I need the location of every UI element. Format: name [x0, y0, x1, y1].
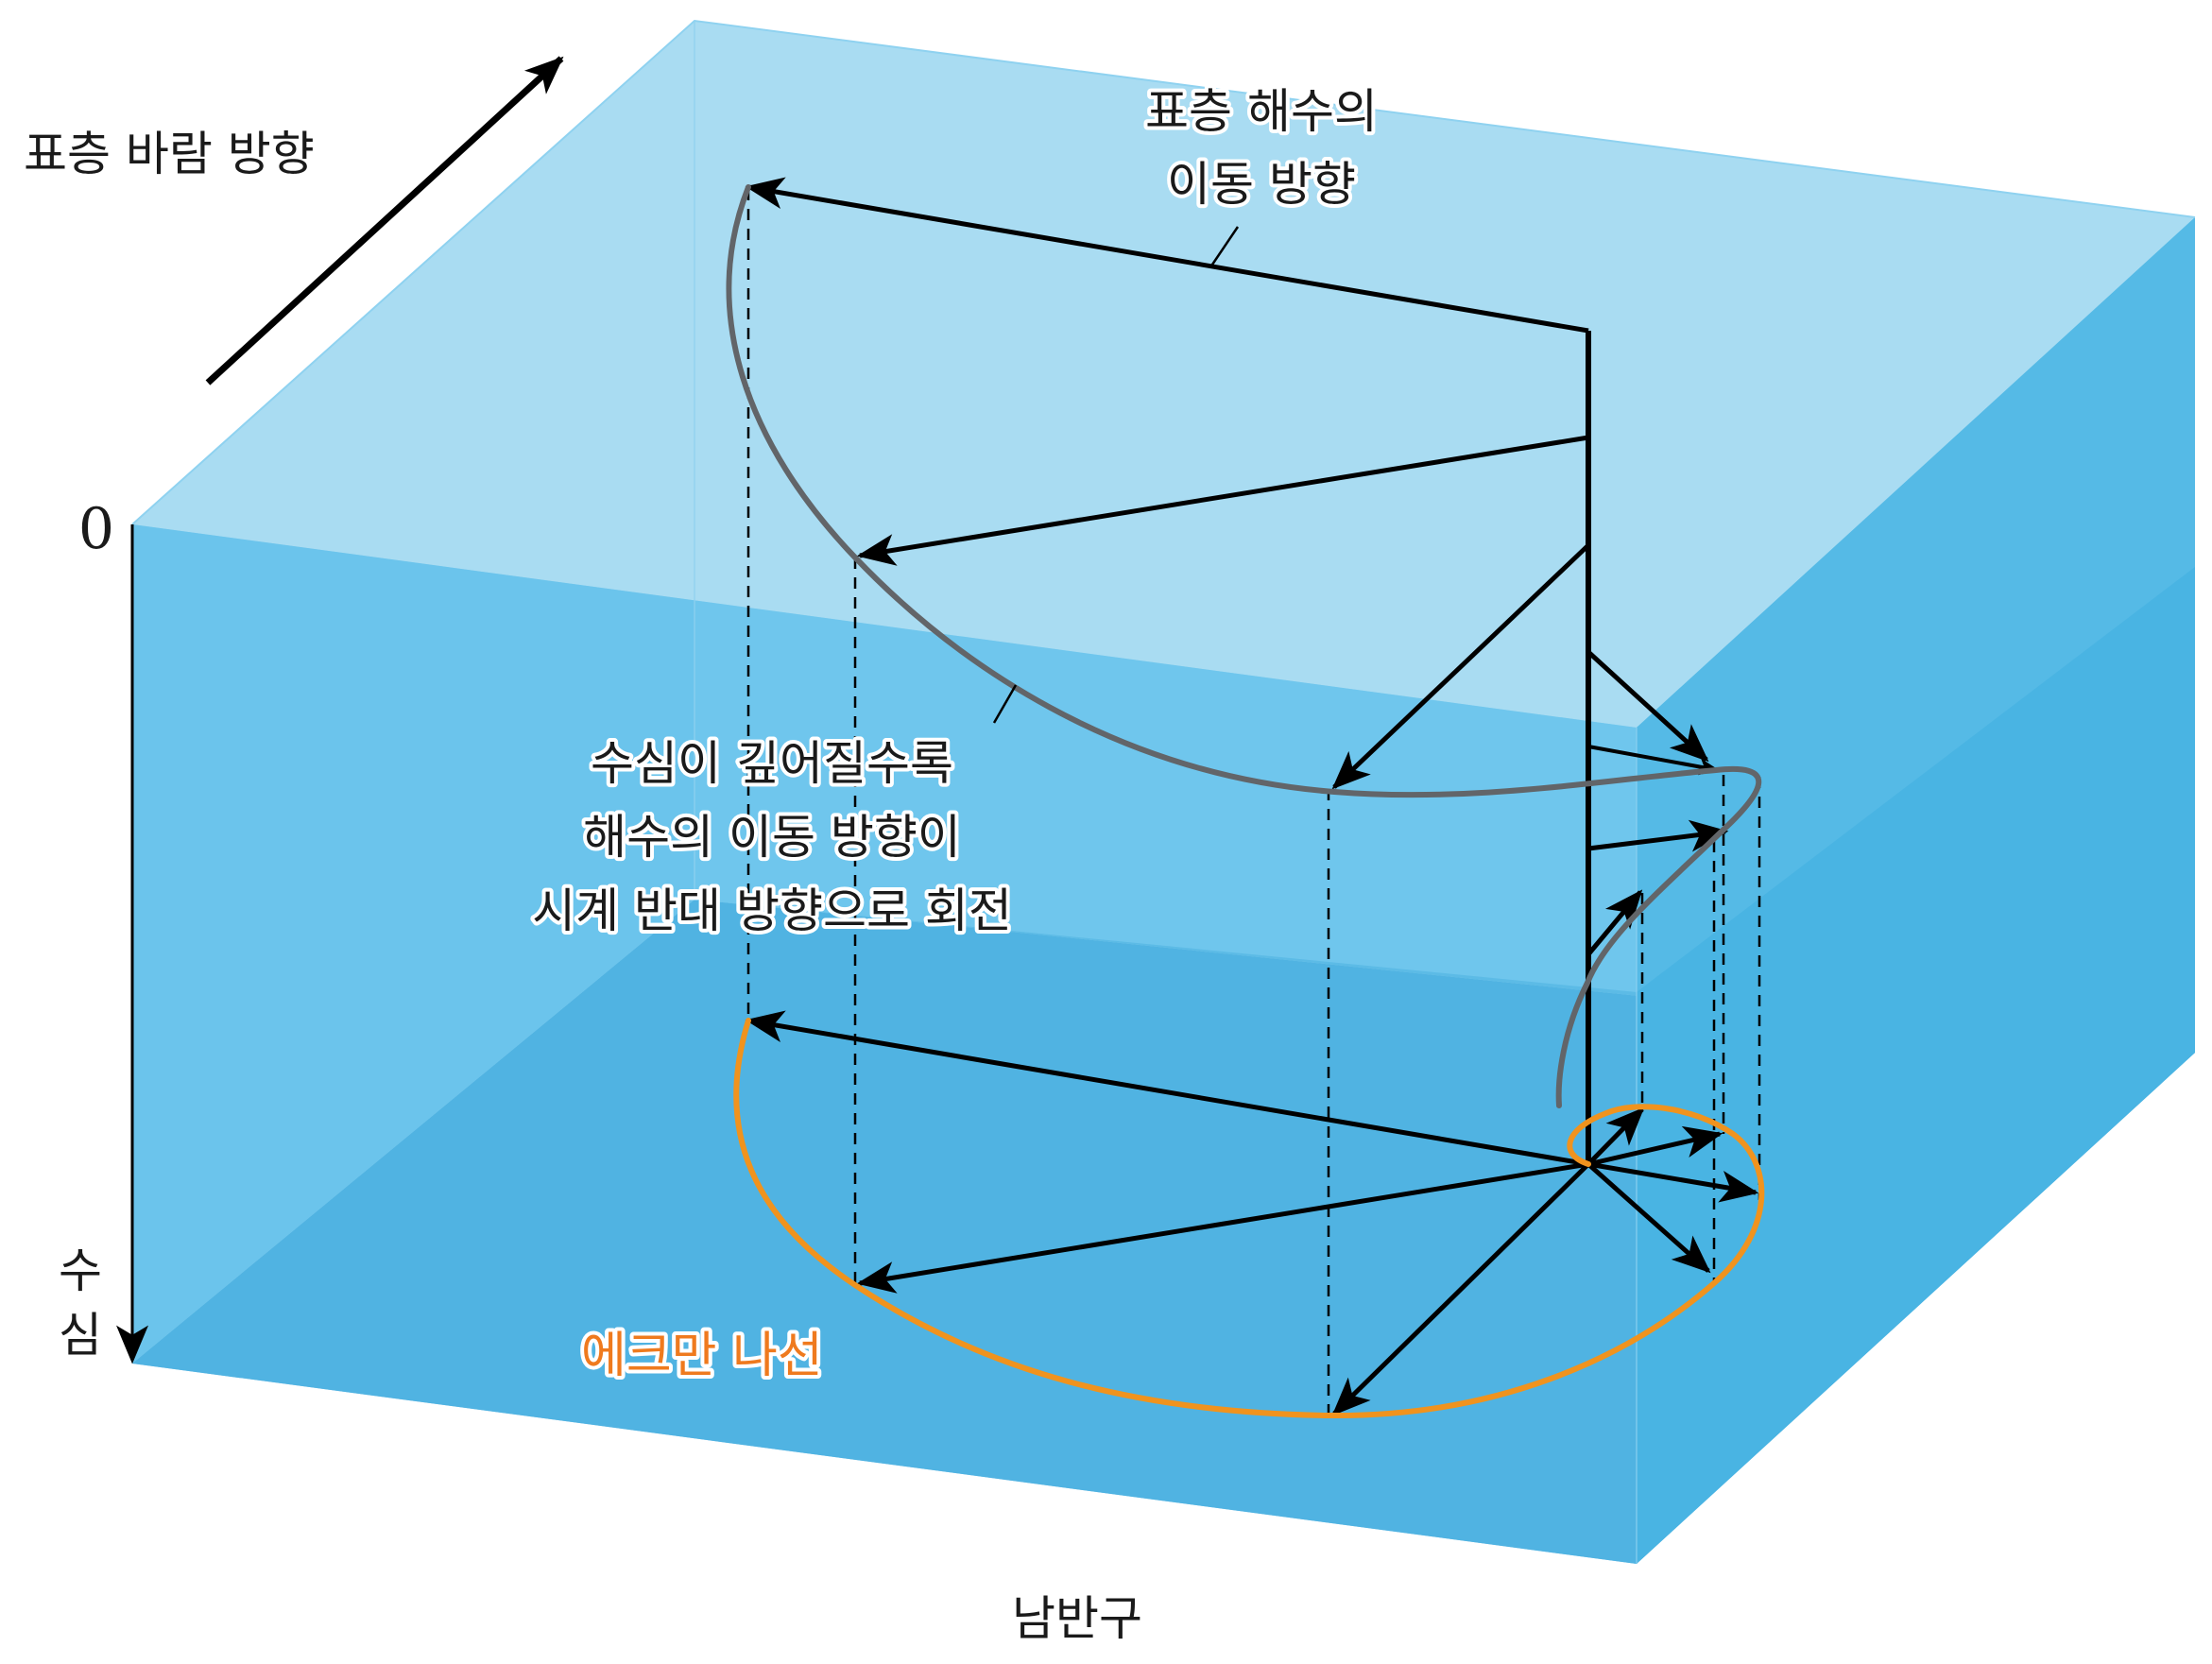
depth-zero-label: 0: [78, 496, 114, 562]
proj-arrow-3: [1331, 1162, 1590, 1416]
water-top-surface: [132, 21, 2195, 728]
proj-arrow-4: [1586, 1162, 1711, 1274]
surface-wind-label: 표층 바람 방향: [24, 127, 315, 181]
ekman-spiral-3d-curve: [726, 184, 1762, 1108]
proj-arrow-7: [1586, 1106, 1645, 1166]
depth-axis-label-1: 수: [59, 1244, 102, 1298]
leader-rotation: [992, 684, 1018, 724]
surface-flow-label-line1: 표층 해수의: [1145, 84, 1378, 139]
arrow-depth-6: [1587, 819, 1729, 852]
arrow-depth-3: [1331, 543, 1590, 790]
rotation-label-line1: 수심이 깊어질수록: [591, 736, 953, 791]
proj-arrow-6: [1587, 1125, 1723, 1167]
ekman-spiral-projection-curve: [733, 1018, 1765, 1419]
velocity-arrows-3d: [745, 177, 1729, 956]
velocity-arrows-projection: [745, 1010, 1759, 1416]
arrow-depth-7: [1586, 889, 1643, 956]
proj-arrow-5: [1587, 1161, 1759, 1203]
leader-surface-flow: [1210, 226, 1240, 266]
rotation-label-line3: 시계 반대 방향으로 회전: [532, 883, 1012, 938]
proj-arrow-1: [745, 1010, 1589, 1167]
depth-axis-label-2: 심: [59, 1308, 102, 1363]
water-box: [131, 19, 2196, 1564]
surface-flow-label-line2: 이동 방향: [1167, 157, 1356, 212]
ekman-spiral-label: 에크만 나선: [581, 1328, 823, 1384]
wind-direction-arrow: [205, 56, 564, 386]
water-right-face-deep: [1637, 567, 2195, 1564]
arrow-depth-2: [856, 435, 1589, 566]
water-deep-layer: [132, 900, 1637, 1564]
hemisphere-label: 남반구: [1012, 1591, 1142, 1646]
arrow-depth-4: [1586, 650, 1709, 763]
arrow-depth-5: [1587, 745, 1720, 776]
projection-guides: [746, 189, 1761, 1415]
arrow-surface-flow: [745, 177, 1589, 334]
proj-arrow-2: [856, 1161, 1589, 1294]
rotation-label-line2: 해수의 이동 방향이: [583, 810, 961, 865]
